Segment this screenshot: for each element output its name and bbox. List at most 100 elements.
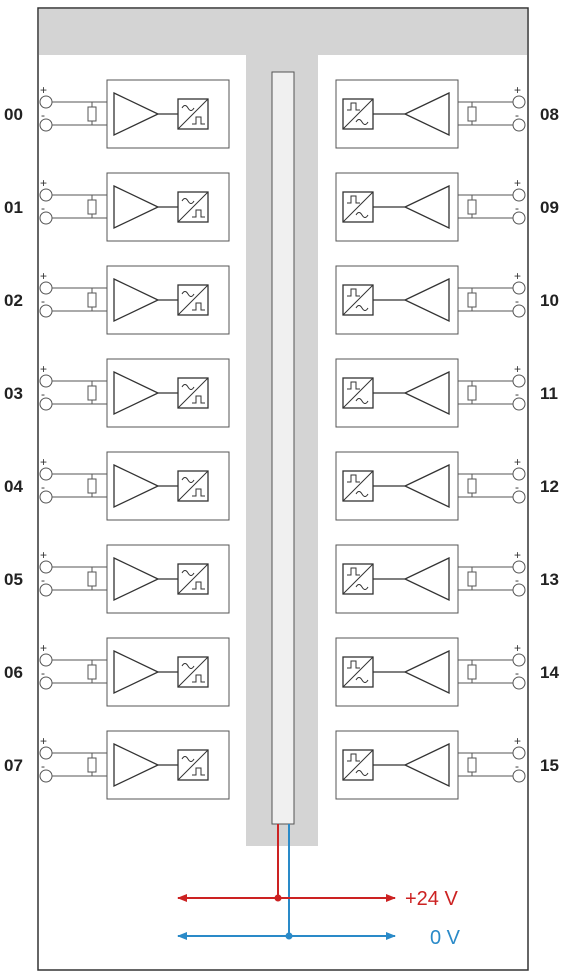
- channel-04: 04+-: [4, 451, 230, 521]
- sine-wave-icon: [355, 212, 369, 218]
- left-channel-group: 00+-01+-02+-03+-04+-05+-06+-07+-: [4, 79, 230, 800]
- channel-14: 14+-: [335, 637, 559, 707]
- sine-wave-icon: [181, 105, 195, 111]
- terminal-plus-icon: [39, 467, 53, 481]
- sine-wave-icon: [355, 119, 369, 125]
- resistor-icon: [87, 292, 97, 308]
- sine-wave-icon: [355, 677, 369, 683]
- plus-sign: +: [514, 269, 521, 283]
- minus-sign: -: [515, 759, 519, 773]
- amplifier-icon: [403, 370, 450, 416]
- input-wiring: [52, 287, 112, 312]
- resistor-icon: [87, 571, 97, 587]
- square-wave-icon: [192, 767, 205, 776]
- channel-15: 15+-: [335, 730, 559, 800]
- terminal-plus-icon: [512, 467, 526, 481]
- sine-wave-icon: [181, 477, 195, 483]
- input-wiring: [455, 473, 513, 498]
- amplifier-icon: [403, 742, 450, 788]
- input-wiring: [52, 194, 112, 219]
- sine-wave-icon: [181, 198, 195, 204]
- resistor-icon: [87, 478, 97, 494]
- minus-sign: -: [41, 480, 45, 494]
- channel-label: 01: [4, 198, 23, 217]
- minus-sign: -: [515, 294, 519, 308]
- channel-07: 07+-: [4, 730, 230, 800]
- zero-v-label: 0 V: [430, 927, 461, 949]
- resistor-icon: [87, 385, 97, 401]
- plus-sign: +: [514, 83, 521, 97]
- terminal-plus-icon: [39, 653, 53, 667]
- amplifier-icon: [403, 184, 450, 230]
- channel-label: 14: [540, 663, 559, 682]
- square-wave-icon: [192, 488, 205, 497]
- channel-label: 04: [4, 477, 23, 496]
- amplifier-icon: [113, 91, 160, 137]
- input-wiring: [455, 287, 513, 312]
- sine-wave-icon: [355, 305, 369, 311]
- amplifier-icon: [113, 463, 160, 509]
- input-wiring: [52, 473, 112, 498]
- minus-sign: -: [515, 573, 519, 587]
- internal-bus: [271, 71, 295, 825]
- supply-rails: +24 V 0 V: [177, 824, 461, 949]
- minus-sign: -: [41, 759, 45, 773]
- resistor-icon: [467, 385, 477, 401]
- input-wiring: [455, 566, 513, 591]
- square-wave-icon: [347, 474, 360, 483]
- channel-00: 00+-: [4, 79, 230, 149]
- sine-wave-icon: [355, 770, 369, 776]
- channel-label: 15: [540, 756, 559, 775]
- channel-label: 12: [540, 477, 559, 496]
- right-channel-group: 08+-09+-10+-11+-12+-13+-14+-15+-: [335, 79, 559, 800]
- resistor-icon: [467, 571, 477, 587]
- minus-sign: -: [515, 387, 519, 401]
- channel-06: 06+-: [4, 637, 230, 707]
- sine-wave-icon: [355, 584, 369, 590]
- terminal-plus-icon: [39, 746, 53, 760]
- terminal-plus-icon: [39, 188, 53, 202]
- channel-12: 12 + -: [335, 451, 559, 521]
- amplifier-icon: [113, 649, 160, 695]
- plus-sign: +: [40, 641, 47, 655]
- amplifier-icon: [403, 91, 450, 137]
- input-wiring: [455, 101, 513, 126]
- square-wave-icon: [347, 195, 360, 204]
- terminal-plus-icon: [39, 95, 53, 109]
- square-wave-icon: [192, 674, 205, 683]
- amplifier-icon: [403, 649, 450, 695]
- input-wiring: [52, 659, 112, 684]
- channel-10: 10 + -: [335, 265, 559, 335]
- minus-sign: -: [41, 294, 45, 308]
- sine-wave-icon: [355, 398, 369, 404]
- plus-24v-label: +24 V: [405, 888, 458, 910]
- amplifier-icon: [113, 277, 160, 323]
- amplifier-icon: [403, 277, 450, 323]
- square-wave-icon: [192, 395, 205, 404]
- sine-wave-icon: [181, 756, 195, 762]
- square-wave-icon: [347, 288, 360, 297]
- square-wave-icon: [347, 660, 360, 669]
- channel-05: 05+-: [4, 544, 230, 614]
- resistor-icon: [467, 106, 477, 122]
- terminal-plus-icon: [39, 560, 53, 574]
- resistor-icon: [87, 664, 97, 680]
- zero-v-junction: [285, 932, 293, 940]
- square-wave-icon: [347, 381, 360, 390]
- minus-sign: -: [41, 666, 45, 680]
- terminal-plus-icon: [512, 95, 526, 109]
- plus-sign: +: [514, 548, 521, 562]
- channel-13: 13+-: [335, 544, 559, 614]
- square-wave-icon: [192, 116, 205, 125]
- plus-sign: +: [40, 269, 47, 283]
- channel-09: 09+-: [335, 172, 559, 242]
- minus-sign: -: [515, 108, 519, 122]
- plus-sign: +: [40, 83, 47, 97]
- channel-label: 10: [540, 291, 559, 310]
- input-wiring: [52, 101, 112, 126]
- plus-sign: +: [514, 455, 521, 469]
- terminal-plus-icon: [512, 281, 526, 295]
- amplifier-icon: [113, 370, 160, 416]
- minus-sign: -: [515, 480, 519, 494]
- square-wave-icon: [192, 581, 205, 590]
